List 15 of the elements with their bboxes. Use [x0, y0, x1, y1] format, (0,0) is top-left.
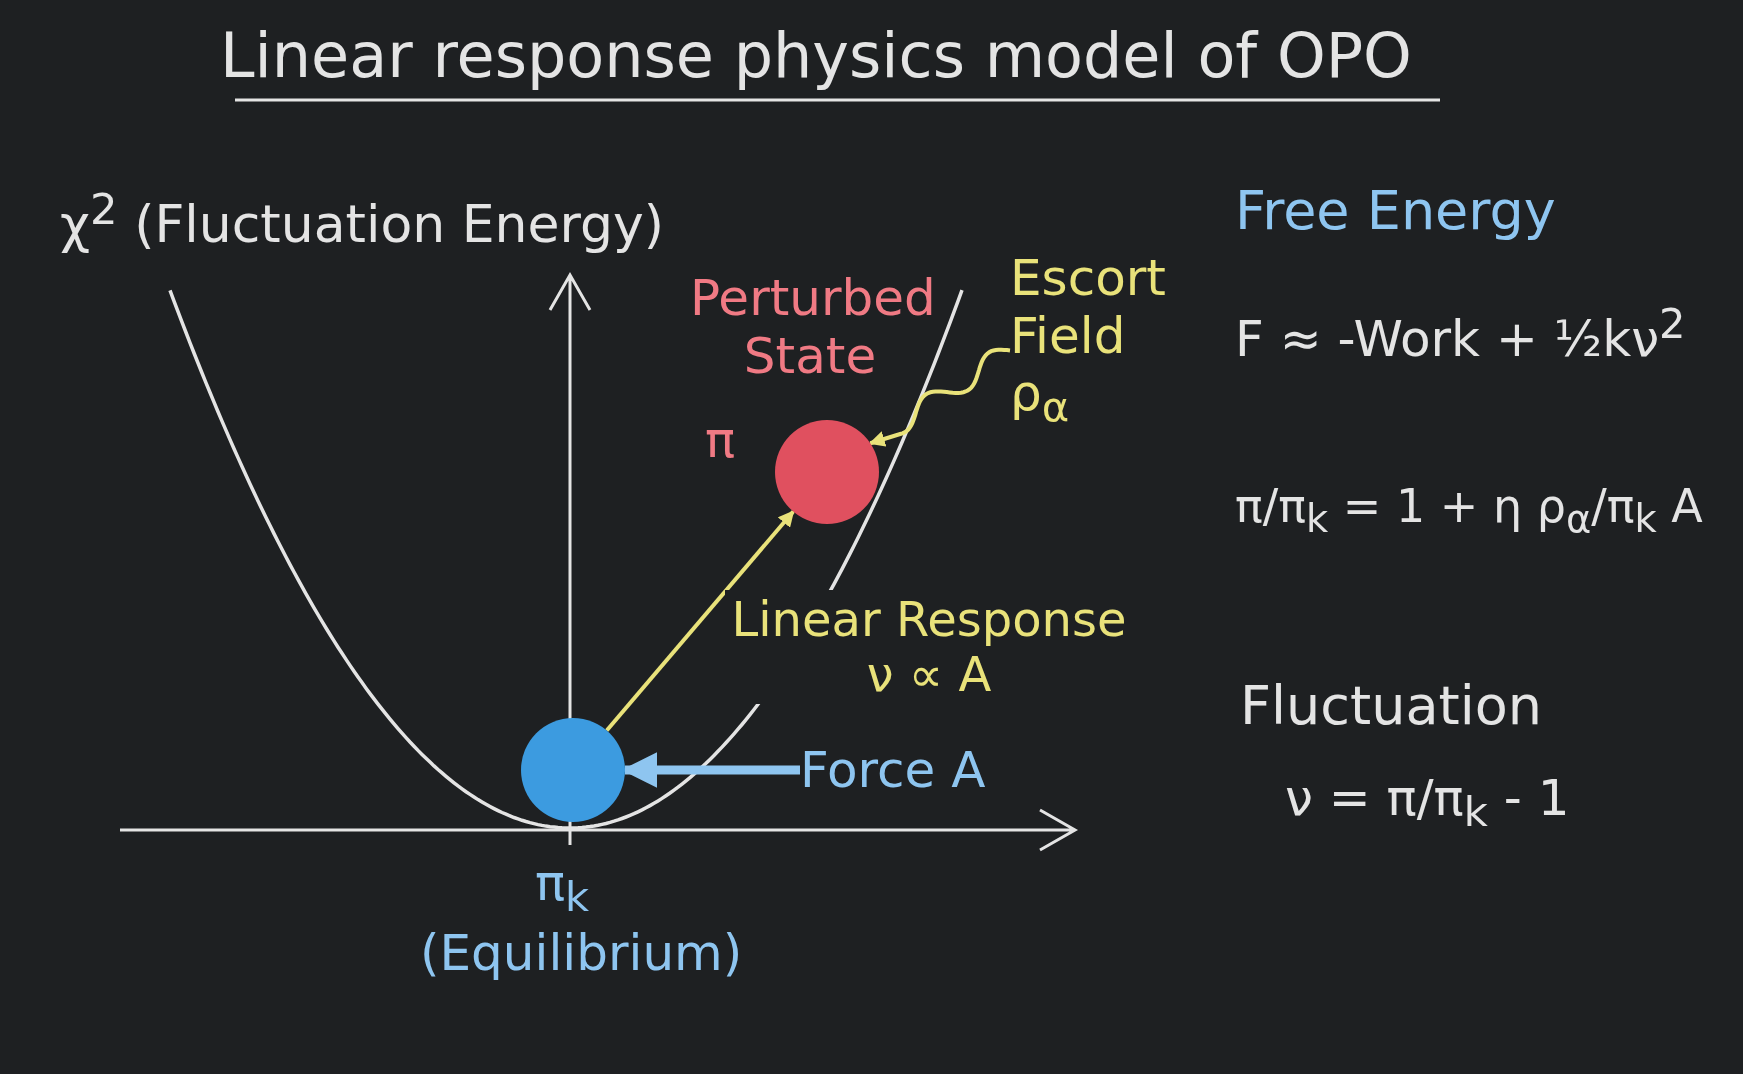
- wavy-arrow: [868, 347, 1011, 447]
- force-label: Force A: [800, 742, 1030, 800]
- formula: ν = π/π$_{k}$ - 1: [1285, 770, 1570, 836]
- heading: Free Energy: [1235, 180, 1556, 243]
- formula: F ≈ -Work + ½kν$^{2}$: [1235, 300, 1686, 369]
- symbol-label: π$_{k}$: [535, 855, 590, 921]
- state-label: Perturbed State: [690, 270, 930, 385]
- axis-title: χ$^{2}$ (Fluctuation Energy): [60, 185, 665, 256]
- axis-caption: (Equilibrium): [420, 925, 743, 983]
- escort-field-label: Escort Field ρ$_{α}$: [1010, 250, 1180, 431]
- symbol-label: π: [705, 412, 736, 470]
- heading: Fluctuation: [1240, 675, 1542, 738]
- arrow: [605, 510, 795, 732]
- title: Linear response physics model of OPO: [220, 20, 1412, 92]
- formula: π/π$_{k}$ = 1 + η ρ$_{α}$/π$_{k}$ A: [1235, 480, 1703, 542]
